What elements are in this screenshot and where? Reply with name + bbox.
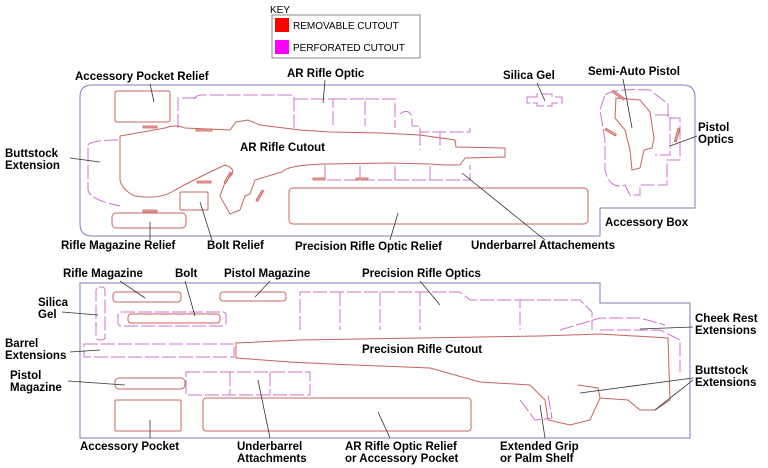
bolt-relief — [179, 191, 209, 211]
bottom-panel-outline — [79, 282, 691, 439]
label-pistol-optics-1: Pistol — [698, 122, 729, 134]
label-pistol-magazine-2: Magazine — [10, 382, 62, 394]
label-accessory-pocket-relief: Accessory Pocket Relief — [75, 71, 209, 83]
ar-rifle-optic-relief — [202, 397, 472, 432]
accessory-pocket-relief — [114, 90, 171, 123]
precision-rifle-optics — [299, 291, 593, 330]
label-ar-optic-relief-1: AR Rifle Optic Relief — [345, 441, 457, 453]
label-buttstock-extension-1: Buttstock — [5, 148, 59, 160]
label-semi-auto-pistol: Semi-Auto Pistol — [588, 66, 680, 78]
rifle-magazine — [112, 291, 182, 303]
label-buttstock-extension-2: Extension — [5, 160, 60, 172]
label-silica-gel-1: Silica — [38, 297, 69, 309]
label-precision-rifle-optic-relief: Precision Rifle Optic Relief — [295, 241, 442, 253]
label-underbarrel-attachements: Underbarrel Attachements — [471, 240, 615, 252]
label-underbarrel-2: Attachments — [237, 453, 307, 465]
label-cheek-rest-2: Extensions — [695, 325, 756, 337]
top-panel: Accessory Pocket Relief AR Rifle Optic S… — [5, 66, 734, 253]
label-barrel-extensions-1: Barrel — [5, 338, 38, 350]
label-accessory-pocket: Accessory Pocket — [80, 441, 179, 453]
label-rifle-magazine: Rifle Magazine — [63, 268, 143, 280]
bolt — [127, 313, 221, 324]
label-underbarrel-1: Underbarrel — [237, 441, 302, 453]
bottom-panel: Rifle Magazine Bolt Pistol Magazine Prec… — [5, 268, 758, 465]
rifle-magazine-relief — [111, 212, 187, 229]
label-pistol-optics-2: Optics — [698, 134, 734, 146]
label-ar-rifle-cutout: AR Rifle Cutout — [240, 142, 325, 154]
bolt-outline — [117, 311, 227, 327]
semi-auto-pistol — [614, 97, 655, 171]
label-buttstock-extensions-2: Extensions — [695, 377, 756, 389]
label-ar-optic-relief-2: or Accessory Pocket — [345, 453, 459, 465]
pistol-magazine — [114, 377, 186, 390]
label-buttstock-extensions-1: Buttstock — [695, 365, 749, 377]
semi-auto-pistol-outline — [599, 89, 681, 196]
legend-perforated: PERFORATED CUTOUT — [293, 43, 405, 54]
legend: KEY REMOVABLE CUTOUT PERFORATED CUTOUT — [270, 5, 421, 59]
relief-slots — [142, 89, 681, 213]
legend-box — [271, 14, 421, 59]
precision-rifle-cutout — [235, 333, 671, 426]
label-rifle-magazine-relief: Rifle Magazine Relief — [61, 240, 176, 252]
ar-rifle-cutout — [119, 119, 506, 215]
precision-rifle-optic-relief — [288, 187, 589, 225]
label-precision-rifle-optics: Precision Rifle Optics — [362, 268, 481, 280]
label-precision-rifle-cutout: Precision Rifle Cutout — [362, 344, 482, 356]
silica-gel-bottom — [95, 286, 106, 341]
label-barrel-extensions-2: Extensions — [5, 350, 66, 362]
underbarrel-attachments-bottom — [185, 371, 311, 396]
removable-swatch — [275, 18, 289, 32]
label-bolt-relief: Bolt Relief — [207, 240, 264, 252]
label-ar-rifle-optic: AR Rifle Optic — [287, 68, 365, 80]
label-cheek-rest-1: Cheek Rest — [695, 313, 758, 325]
buttstock-extension — [87, 139, 121, 207]
label-accessory-box: Accessory Box — [605, 217, 689, 229]
legend-removable: REMOVABLE CUTOUT — [293, 21, 399, 32]
buttstock-inner — [577, 384, 601, 399]
accessory-pocket — [114, 399, 182, 432]
label-extended-grip-2: or Palm Shelf — [500, 453, 574, 465]
extended-grip — [519, 394, 553, 421]
top-panel-outline — [79, 84, 696, 237]
cheek-rest-extensions — [559, 317, 681, 372]
label-extended-grip-1: Extended Grip — [500, 441, 579, 453]
barrel-extensions — [83, 343, 235, 358]
legend-title: KEY — [270, 5, 290, 16]
silica-gel — [526, 93, 563, 107]
label-pistol-magazine-1: Pistol — [10, 370, 41, 382]
underbarrel-attachments — [324, 165, 471, 181]
perforated-swatch — [275, 40, 289, 54]
label-silica-gel-2: Gel — [38, 309, 57, 321]
pistol-magazine-top — [219, 291, 287, 302]
label-pistol-magazine-top: Pistol Magazine — [224, 268, 310, 280]
pistol-optics — [655, 114, 671, 156]
label-silica-gel: Silica Gel — [503, 70, 555, 82]
label-bolt: Bolt — [175, 268, 198, 280]
